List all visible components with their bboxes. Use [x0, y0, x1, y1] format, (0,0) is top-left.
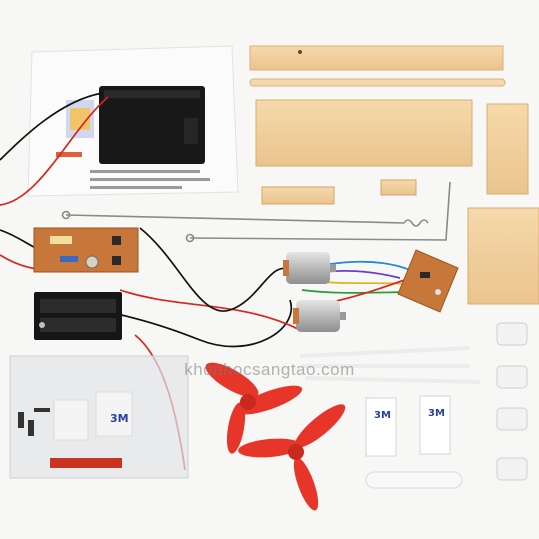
tape-label-2: 3M [428, 408, 445, 419]
propeller [205, 362, 303, 454]
dc-motor [293, 300, 346, 332]
battery-holder [34, 292, 122, 340]
small-wood-blocks [261, 179, 417, 205]
screw-bag: 3M [9, 355, 189, 479]
receiver-pcb [397, 249, 459, 313]
wooden-dowel [249, 78, 506, 87]
battery-pack [99, 86, 205, 164]
propeller [238, 404, 346, 511]
remote-pcb [33, 227, 139, 273]
spring-wire [61, 181, 451, 243]
balsa-panel [255, 99, 539, 305]
watermark: khoahocsangtao.com [184, 360, 355, 379]
zip-ties [299, 346, 481, 384]
foam-tape: 3M 3M [365, 395, 463, 489]
dc-motor [283, 252, 336, 284]
tape-label-1: 3M [374, 410, 391, 421]
plastic-clips [496, 322, 528, 481]
tape-label-bag: 3M [110, 412, 129, 425]
wood-plank [249, 45, 504, 71]
